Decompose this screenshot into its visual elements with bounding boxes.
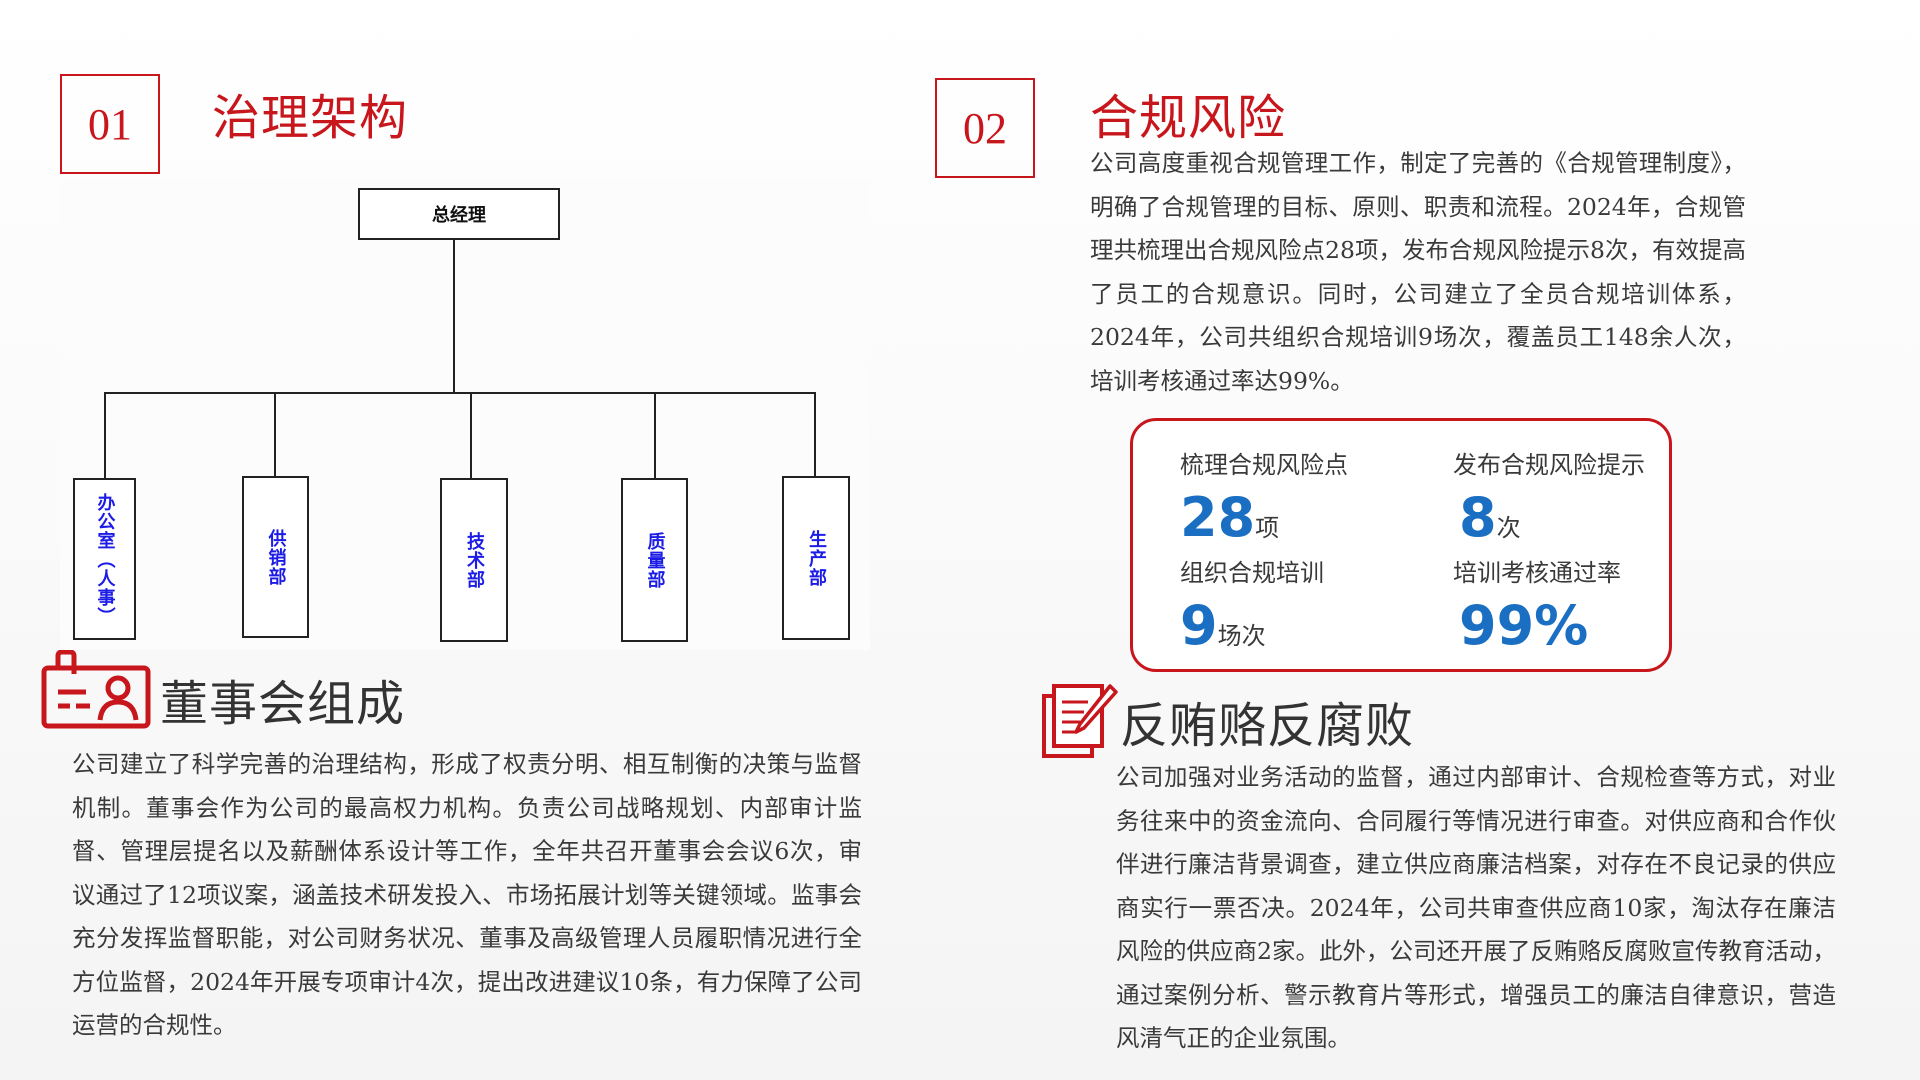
stat-label-pass-rate: 培训考核通过率 [1453,559,1621,587]
section-title-compliance: 合规风险 [1090,90,1287,146]
stat-number: 28 [1180,486,1256,549]
org-dept-label: 供销部 [265,528,287,586]
document-pen-icon [1042,684,1118,758]
stat-label-risk-notices: 发布合规风险提示 [1453,451,1645,479]
stat-number: 9 [1180,594,1218,657]
stat-number: 8 [1459,486,1497,549]
org-line [814,392,816,476]
stat-value-trainings: 9场次 [1180,599,1266,653]
id-card-icon [41,650,151,729]
anticorruption-paragraph: 公司加强对业务活动的监督，通过内部审计、合规检查等方式，对业务往来中的资金流向、… [1116,763,1836,1052]
stat-value-risk-notices: 8次 [1459,491,1521,545]
section-title-governance: 治理架构 [212,90,409,146]
org-line [104,392,106,478]
section-title-anticorruption: 反贿赂反腐败 [1120,698,1415,754]
org-chart: 总经理 办公室（人事） 供销部 技术部 质量部 生产部 [60,180,870,650]
org-dept-label: 技术部 [464,531,485,589]
org-box-quality: 质量部 [621,478,688,642]
org-dept-label: 办公室（人事） [94,492,116,626]
board-paragraph: 公司建立了科学完善的治理结构，形成了权责分明、相互制衡的决策与监督机制。董事会作… [72,750,862,1039]
stat-number: 99% [1459,594,1589,657]
org-box-sales-supply: 供销部 [242,476,309,638]
stat-label-trainings: 组织合规培训 [1180,559,1324,587]
section-number-02: 02 [935,78,1035,178]
stat-unit: 项 [1255,514,1280,542]
org-box-label: 总经理 [432,205,486,226]
stat-unit: 场次 [1217,622,1266,650]
stat-label-risk-points: 梳理合规风险点 [1180,451,1348,479]
section-number-01: 01 [60,74,160,174]
org-line [274,392,276,476]
org-box-general-manager: 总经理 [358,188,560,240]
stat-unit: 次 [1496,514,1521,542]
section-title-board: 董事会组成 [160,676,406,732]
org-box-production: 生产部 [782,476,850,640]
compliance-stats-box: 梳理合规风险点 28项 发布合规风险提示 8次 组织合规培训 9场次 培训考核通… [1130,418,1672,672]
stat-value-risk-points: 28项 [1180,491,1279,545]
org-line [470,392,472,478]
org-dept-label: 质量部 [644,531,666,589]
org-line [453,240,455,392]
org-box-technology: 技术部 [440,478,508,642]
compliance-paragraph: 公司高度重视合规管理工作，制定了完善的《合规管理制度》，明确了合规管理的目标、原… [1090,149,1746,395]
stat-value-pass-rate: 99% [1459,599,1588,653]
org-line [654,392,656,478]
org-line [104,392,816,394]
org-box-office: 办公室（人事） [73,478,136,640]
org-dept-label: 生产部 [806,529,827,587]
